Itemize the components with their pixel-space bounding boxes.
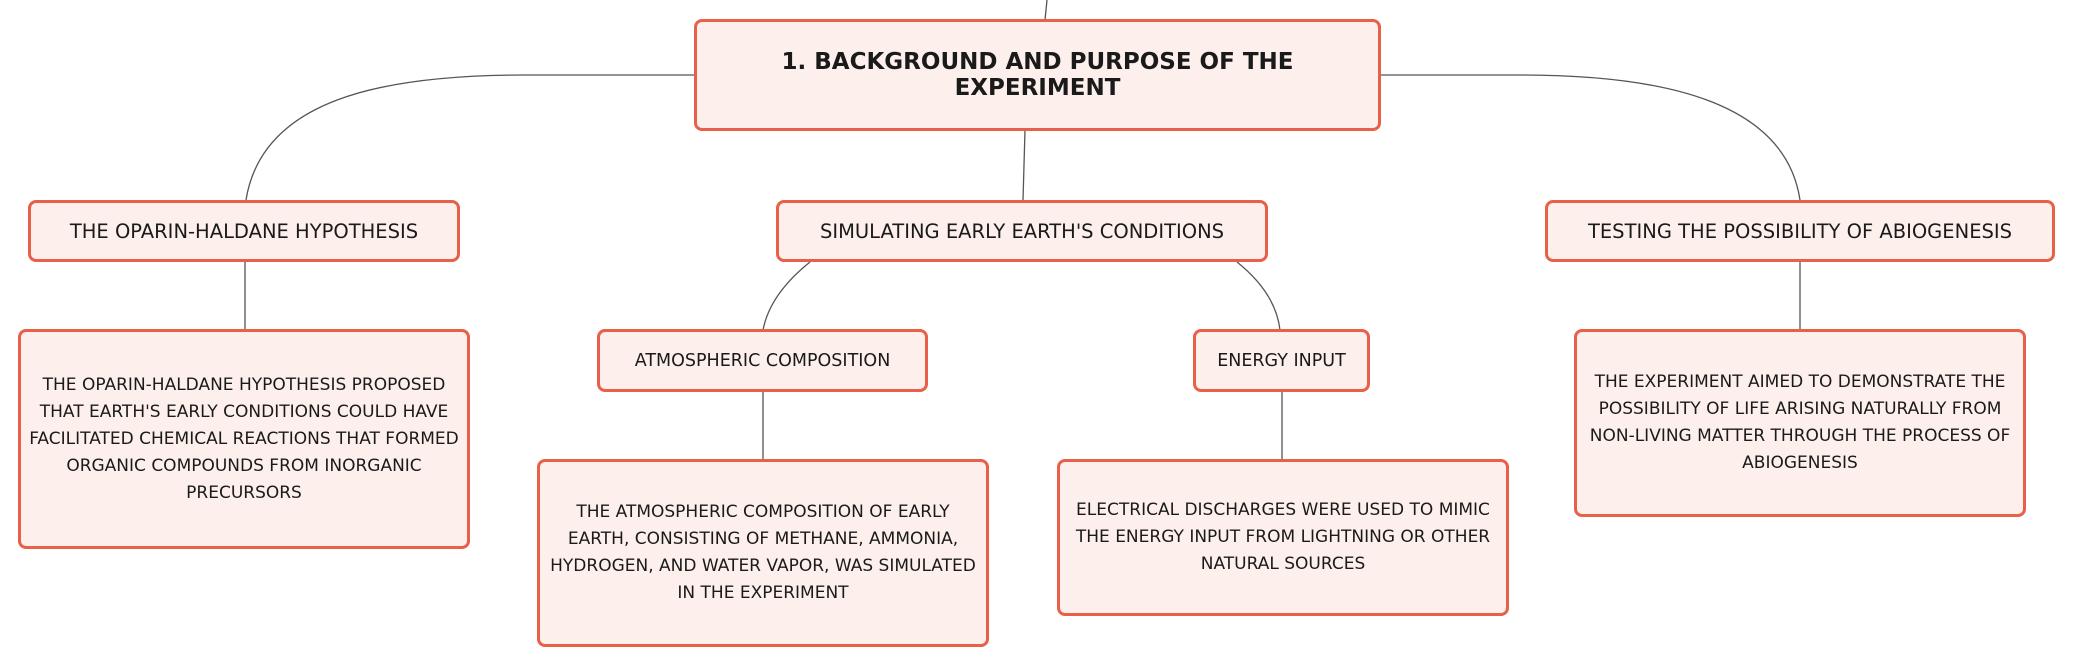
topic-testing-abiogenesis[interactable]: TESTING THE POSSIBILITY OF ABIOGENESIS [1545,200,2055,262]
subtopic-atmospheric-composition-label: ATMOSPHERIC COMPOSITION [634,350,891,371]
detail-energy-input[interactable]: ELECTRICAL DISCHARGES WERE USED TO MIMIC… [1057,459,1509,616]
subtopic-energy-input-label: ENERGY INPUT [1217,350,1346,371]
detail-atmospheric-composition[interactable]: THE ATMOSPHERIC COMPOSITION OF EARLY EAR… [537,459,989,647]
topic-oparin-haldane-label: THE OPARIN-HALDANE HYPOTHESIS [69,219,419,243]
connector-to-parent [1044,0,1048,21]
detail-oparin-haldane-text: THE OPARIN-HALDANE HYPOTHESIS PROPOSED T… [29,374,459,503]
topic-testing-abiogenesis-label: TESTING THE POSSIBILITY OF ABIOGENESIS [1587,219,2013,243]
root-node[interactable]: 1. BACKGROUND AND PURPOSE OF THE EXPERIM… [694,19,1381,131]
connector-simulating-energy [1236,261,1281,331]
detail-oparin-haldane[interactable]: THE OPARIN-HALDANE HYPOTHESIS PROPOSED T… [18,329,470,549]
connector-simulating-atmospheric [762,261,811,331]
detail-testing-abiogenesis[interactable]: THE EXPERIMENT AIMED TO DEMONSTRATE THE … [1574,329,2026,517]
topic-simulating-conditions[interactable]: SIMULATING EARLY EARTH'S CONDITIONS [776,200,1268,262]
topic-oparin-haldane[interactable]: THE OPARIN-HALDANE HYPOTHESIS [28,200,460,262]
topic-simulating-conditions-label: SIMULATING EARLY EARTH'S CONDITIONS [819,219,1225,243]
connector-root-abiogenesis [1380,74,1801,201]
connector-root-simulating [1022,129,1026,201]
detail-energy-input-text: ELECTRICAL DISCHARGES WERE USED TO MIMIC… [1075,500,1491,574]
detail-atmospheric-composition-text: THE ATMOSPHERIC COMPOSITION OF EARLY EAR… [550,502,976,603]
subtopic-atmospheric-composition[interactable]: ATMOSPHERIC COMPOSITION [597,329,928,392]
subtopic-energy-input[interactable]: ENERGY INPUT [1193,329,1370,392]
root-node-label: 1. BACKGROUND AND PURPOSE OF THE EXPERIM… [781,49,1294,101]
connector-root-oparin [245,74,695,201]
detail-testing-abiogenesis-text: THE EXPERIMENT AIMED TO DEMONSTRATE THE … [1589,372,2011,473]
